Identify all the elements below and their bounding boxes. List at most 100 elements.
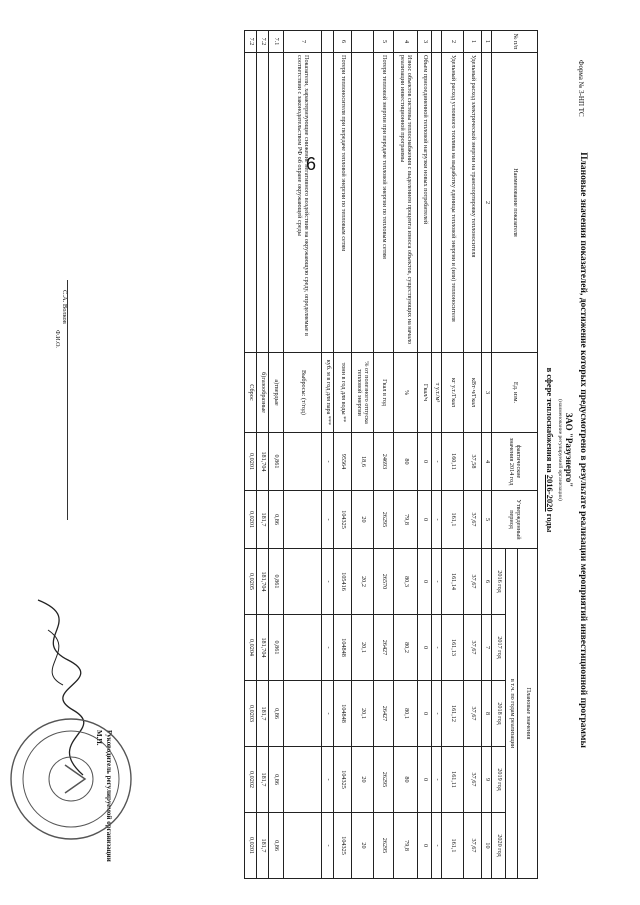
indicators-table-wrap: № п/п Наименование показателя Ед. изм. ф… xyxy=(153,30,538,879)
unit-cell: т у.т./м³ xyxy=(431,352,442,433)
row-number: 3 xyxy=(417,30,432,53)
value-cell: 104848 xyxy=(333,614,352,681)
period-prefix: в сфере теплоснабжения на xyxy=(545,367,555,473)
value-cell: 80,2 xyxy=(393,614,418,681)
value-cell: 181,704 xyxy=(256,614,269,681)
unit-cell: % от полезного отпуска тепловой энергии xyxy=(351,352,374,433)
value-cell: 24693 xyxy=(373,432,394,491)
row-number: 7.2 xyxy=(244,30,257,53)
value-cell: - xyxy=(431,614,442,681)
row-number: 5 xyxy=(373,30,394,53)
value-cell: 20,2 xyxy=(351,548,374,615)
value-cell: 181,704 xyxy=(256,548,269,615)
value-cell: 20,1 xyxy=(351,680,374,747)
value-cell xyxy=(283,614,322,681)
value-cell: 26427 xyxy=(373,680,394,747)
value-cell: 0,86 xyxy=(268,680,284,747)
value-cell: 161,13 xyxy=(441,614,464,681)
table-row: куб. м в год для пара ***------- xyxy=(321,30,334,879)
col-index: 1 xyxy=(481,30,492,53)
value-cell: 20 xyxy=(351,746,374,813)
value-cell xyxy=(283,490,322,549)
col-year: 2016 год xyxy=(491,548,506,615)
value-cell: 95564 xyxy=(333,432,352,491)
value-cell: 20 xyxy=(351,812,374,879)
value-cell: 26570 xyxy=(373,548,394,615)
indicator-name: Показатели, характеризующие снижение нег… xyxy=(283,52,322,353)
value-cell: - xyxy=(431,680,442,747)
value-cell: 20,1 xyxy=(351,614,374,681)
col-num: № п/п xyxy=(491,30,538,53)
col-year: 2017 год xyxy=(491,614,506,681)
signatory-name: С.А. Волков xyxy=(61,290,68,324)
value-cell: 0 xyxy=(417,548,432,615)
value-cell: - xyxy=(431,746,442,813)
unit-cell: кг у.т./Гкал xyxy=(441,352,464,433)
col-index: 3 xyxy=(481,352,492,433)
value-cell: 161,14 xyxy=(441,548,464,615)
row-number xyxy=(321,30,334,53)
period-value: 2016-2020 xyxy=(545,474,555,512)
col-index: 6 xyxy=(481,548,492,615)
unit-cell: Выбросы: (т/год) xyxy=(283,352,322,433)
unit-cell: кВт·ч/Гкал xyxy=(463,352,482,433)
value-cell: 37,67 xyxy=(463,548,482,615)
indicator-name xyxy=(268,52,284,353)
col-index: 9 xyxy=(481,746,492,813)
organization-caption: (наименование регулируемой организации) xyxy=(557,399,563,501)
value-cell: - xyxy=(321,746,334,813)
value-cell: 0,0201 xyxy=(244,432,257,491)
unit-cell: Гкал/ч xyxy=(417,352,432,433)
value-cell: 37,58 xyxy=(463,432,482,491)
value-cell xyxy=(283,746,322,813)
value-cell: 181,7 xyxy=(256,746,269,813)
value-cell: 0,86 xyxy=(268,812,284,879)
value-cell: 26295 xyxy=(373,812,394,879)
value-cell: 0,86 xyxy=(268,490,284,549)
value-cell: 80 xyxy=(393,432,418,491)
value-cell: 79,8 xyxy=(393,812,418,879)
value-cell: 0,861 xyxy=(268,614,284,681)
unit-cell: Гкал в год xyxy=(373,352,394,433)
row-number xyxy=(431,30,442,53)
indicators-table: № п/п Наименование показателя Ед. изм. ф… xyxy=(244,30,538,879)
indicator-name: Потери теплоносителя при передаче теплов… xyxy=(333,52,352,353)
table-row: т у.т./м³------- xyxy=(431,30,442,879)
col-index: 7 xyxy=(481,614,492,681)
value-cell: 37,67 xyxy=(463,746,482,813)
value-cell: 0,86 xyxy=(268,746,284,813)
indicator-name: Износ объектов системы теплоснабжения с … xyxy=(393,52,418,353)
value-cell: 0 xyxy=(417,432,432,491)
col-name: Наименование показателя xyxy=(491,52,538,353)
indicator-name: Объем присоединенной тепловой нагрузки н… xyxy=(417,52,432,353)
value-cell: - xyxy=(431,490,442,549)
organization-name: ЗАО "Разуэнерго" xyxy=(564,412,574,488)
value-cell: - xyxy=(321,680,334,747)
value-cell: 0,0201 xyxy=(244,490,257,549)
value-cell: 80,1 xyxy=(393,680,418,747)
unit-cell: тонн в год для воды ** xyxy=(333,352,352,433)
col-index: 5 xyxy=(481,490,492,549)
value-cell xyxy=(283,548,322,615)
col-index: 8 xyxy=(481,680,492,747)
handwritten-signature-icon xyxy=(37,599,85,776)
unit-cell: % xyxy=(393,352,418,433)
value-cell: 20 xyxy=(351,490,374,549)
indicator-name xyxy=(321,52,334,353)
value-cell: - xyxy=(321,812,334,879)
unit-cell: а)твердые xyxy=(268,352,284,433)
value-cell: 37,67 xyxy=(463,614,482,681)
value-cell: 181,704 xyxy=(256,432,269,491)
value-cell: 0,0205 xyxy=(244,548,257,615)
value-cell: 79,8 xyxy=(393,490,418,549)
round-seal-icon xyxy=(10,718,132,840)
value-cell: 0,0203 xyxy=(244,680,257,747)
value-cell: 80 xyxy=(393,746,418,813)
